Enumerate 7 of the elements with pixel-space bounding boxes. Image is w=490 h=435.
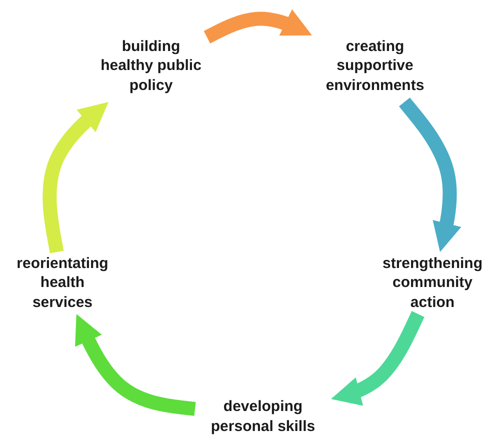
curved-arrow — [329, 311, 424, 406]
stage-label: reorientating health services — [10, 252, 115, 314]
stage-label: building healthy public policy — [95, 30, 207, 102]
stage-label: strengthening community action — [375, 252, 490, 314]
stage-label: developing personal skills — [195, 398, 331, 435]
curved-arrow — [399, 98, 462, 254]
stage-label: creating supportive environments — [312, 30, 438, 102]
